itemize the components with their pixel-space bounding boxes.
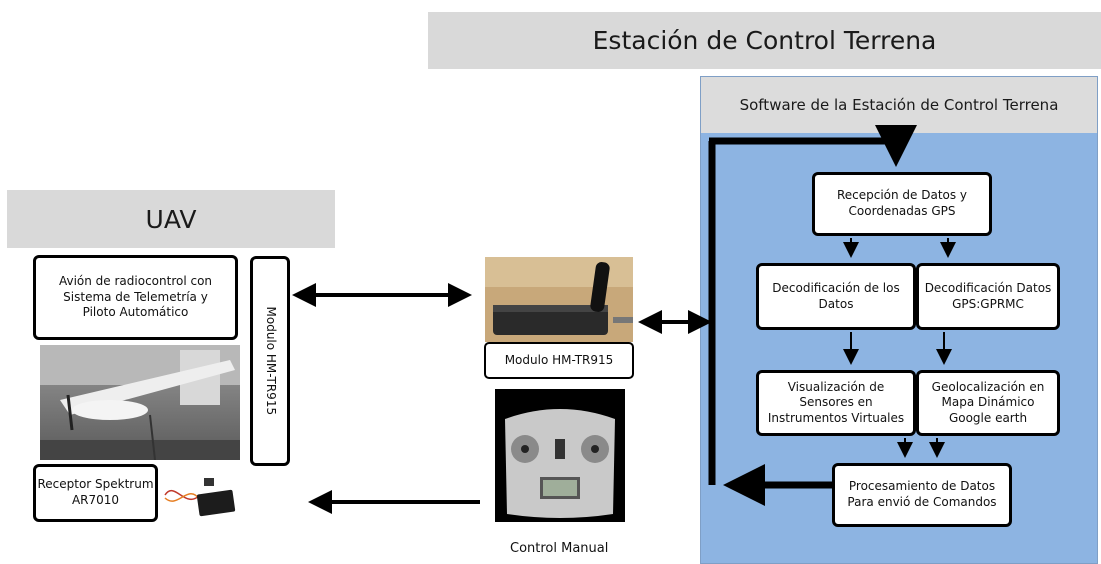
control-manual-label: Control Manual [510, 541, 609, 556]
receiver-box: Receptor Spektrum AR7010 [33, 464, 158, 522]
receiver-photo [160, 470, 240, 520]
receiver-label: Receptor Spektrum AR7010 [37, 477, 154, 507]
decode-gps-box: Decodificación Datos GPS:GPRMC [916, 263, 1060, 330]
uav-banner: UAV [7, 190, 335, 248]
aircraft-photo [40, 345, 240, 460]
geolocation-box: Geolocalización en Mapa Dinámico Google … [916, 370, 1060, 436]
uav-radio-module-box: Modulo HM-TR915 [250, 256, 290, 466]
loop-top-arrow [709, 125, 917, 167]
decode-data-box: Decodificación de los Datos [756, 263, 916, 330]
reception-label: Recepción de Datos y Coordenadas GPS [836, 188, 968, 218]
reception-box: Recepción de Datos y Coordenadas GPS [812, 172, 992, 236]
ground-module-label: Modulo HM-TR915 [504, 352, 614, 367]
uav-title: UAV [145, 204, 197, 234]
ground-module-photo [485, 257, 633, 342]
ground-station-title: Estación de Control Terrena [592, 26, 937, 55]
geolocation-label: Geolocalización en Mapa Dinámico Google … [931, 379, 1045, 425]
visualization-label: Visualización de Sensores en Instrumento… [767, 379, 905, 425]
software-title-bar: Software de la Estación de Control Terre… [701, 77, 1097, 133]
visualization-box: Visualización de Sensores en Instrumento… [756, 370, 916, 436]
decode-data-label: Decodificación de los Datos [772, 280, 900, 311]
aircraft-telemetry-box: Avión de radiocontrol con Sistema de Tel… [33, 255, 238, 340]
ground-module-label-box: Modulo HM-TR915 [484, 342, 634, 379]
decode-gps-label: Decodificación Datos GPS:GPRMC [924, 280, 1052, 311]
processing-label: Procesamiento de Datos Para envió de Com… [847, 479, 997, 509]
software-title: Software de la Estación de Control Terre… [739, 96, 1059, 114]
aircraft-telemetry-label: Avión de radiocontrol con Sistema de Tel… [58, 274, 213, 320]
ground-station-banner: Estación de Control Terrena [428, 12, 1101, 69]
processing-box: Procesamiento de Datos Para envió de Com… [832, 463, 1012, 527]
remote-control-photo [495, 389, 625, 522]
